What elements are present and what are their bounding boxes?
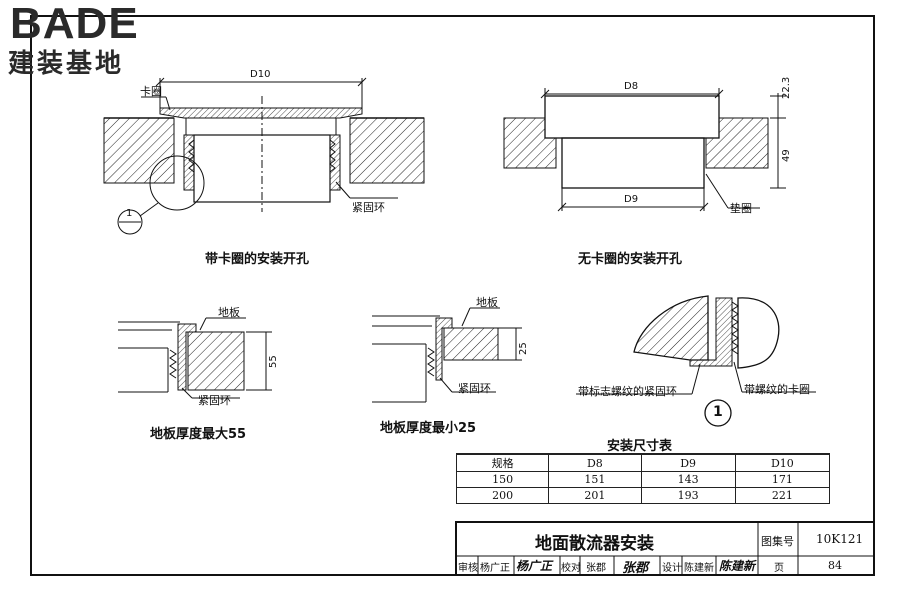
dim-49: 49 xyxy=(781,149,792,162)
page-label: 页 xyxy=(774,563,784,574)
review-signature: 杨广正 xyxy=(516,559,553,573)
logo-latin: BADE xyxy=(10,0,139,48)
label-tight-ring-1: 紧固环 xyxy=(352,201,385,214)
spec-table-title: 安装尺寸表 xyxy=(607,439,673,454)
detail-1 xyxy=(576,295,816,427)
design-label: 设计 xyxy=(662,563,682,574)
design-signature: 陈建新 xyxy=(719,559,756,573)
table-header-cell: D9 xyxy=(640,453,736,472)
title-block-frame xyxy=(455,521,875,576)
table-cell: 143 xyxy=(640,471,736,488)
caption-with-clamp-ring: 带卡圈的安装开孔 xyxy=(205,252,310,267)
dim-d9: D9 xyxy=(624,194,639,205)
detail-ref-number: 1 xyxy=(126,208,133,219)
spec-table: 规格 D8 D9 D10 150 151 143 171 200 201 193… xyxy=(455,453,831,504)
table-header-cell: 规格 xyxy=(455,453,550,472)
table-header-row: 规格 D8 D9 D10 xyxy=(455,453,831,472)
page-number: 84 xyxy=(828,559,842,572)
dim-22-3: 22.3 xyxy=(781,76,792,99)
logo-chinese: 建装基地 xyxy=(8,49,125,79)
drawing-floor-min xyxy=(372,307,522,403)
drawing-title: 地面散流器安装 xyxy=(535,534,654,554)
table-row: 200 201 193 221 xyxy=(455,487,831,504)
table-cell: 193 xyxy=(640,487,736,504)
table-cell: 200 xyxy=(455,487,550,504)
dim-55: 55 xyxy=(268,355,279,368)
check-label: 校对 xyxy=(561,563,581,574)
drawing-without-clamp-ring xyxy=(503,88,786,212)
dim-d8: D8 xyxy=(624,81,639,92)
atlas-label: 图集号 xyxy=(761,535,794,548)
dim-25: 25 xyxy=(518,342,529,355)
review-name: 杨广正 xyxy=(480,563,510,574)
table-cell: 171 xyxy=(734,471,831,488)
drawing-with-clamp-ring xyxy=(103,77,425,235)
caption-without-clamp-ring: 无卡圈的安装开孔 xyxy=(578,252,683,267)
sheet-border xyxy=(30,15,875,576)
table-header-cell: D10 xyxy=(734,453,831,472)
review-label: 审核 xyxy=(458,563,478,574)
label-thread-clamp-ring: 带螺纹的卡圈 xyxy=(744,383,810,396)
table-cell: 150 xyxy=(455,471,550,488)
table-header-cell: D8 xyxy=(548,453,642,472)
label-marked-thread-ring: 带标志螺纹的紧固环 xyxy=(578,385,677,398)
caption-floor-min: 地板厚度最小25 xyxy=(380,421,477,436)
check-name: 张郡 xyxy=(586,563,606,574)
table-cell: 151 xyxy=(548,471,642,488)
label-tight-ring-2: 紧固环 xyxy=(198,394,231,407)
table-row: 150 151 143 171 xyxy=(455,471,831,488)
label-floor-2: 地板 xyxy=(476,296,498,309)
label-tight-ring-3: 紧固环 xyxy=(458,382,491,395)
caption-floor-max: 地板厚度最大55 xyxy=(150,427,247,442)
label-clamp-ring: 卡圈 xyxy=(140,85,162,98)
drawing-floor-max xyxy=(118,317,272,399)
table-cell: 201 xyxy=(548,487,642,504)
detail-number: 1 xyxy=(713,404,723,420)
label-gasket: 垫圈 xyxy=(730,202,752,215)
check-signature: 张郡 xyxy=(622,561,649,576)
atlas-number: 10K121 xyxy=(816,532,864,546)
design-name: 陈建新 xyxy=(684,563,714,574)
dim-d10: D10 xyxy=(250,69,271,80)
table-cell: 221 xyxy=(734,487,831,504)
label-floor-1: 地板 xyxy=(218,306,240,319)
